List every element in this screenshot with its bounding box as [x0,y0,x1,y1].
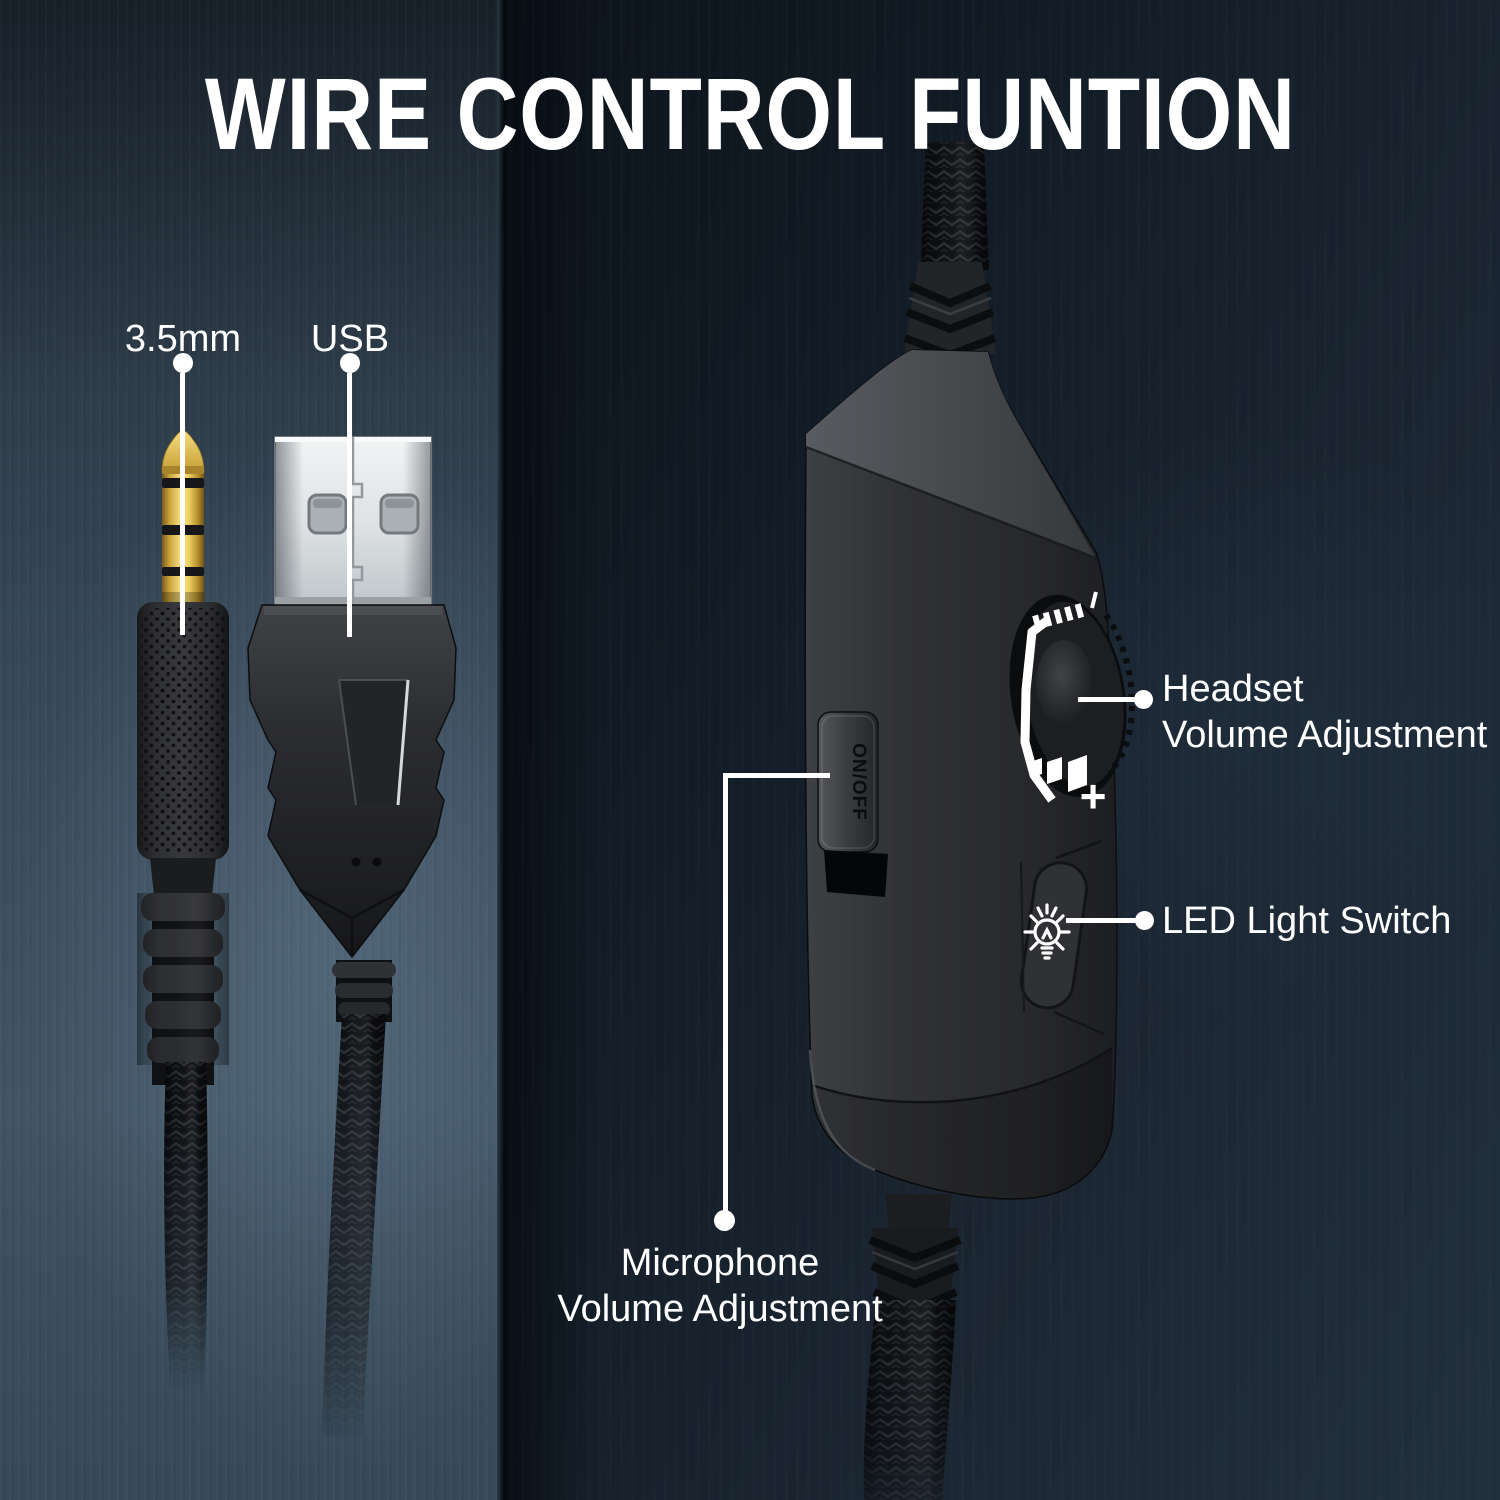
page-title: WIRE CONTROL FUNTION [204,57,1296,171]
inline-remote: + [804,142,1135,1500]
microphone-volume-label: Microphone Volume Adjustment [460,1240,980,1332]
remote-top-strain-relief [903,262,997,360]
headset-leader-line [1078,697,1136,702]
usb-strain-relief [332,960,396,1022]
microphone-leader-line-h [723,773,830,778]
volume-wheel [1009,594,1135,798]
headset-callout-dot [1134,690,1153,709]
microphone-volume-label-line2: Volume Adjustment [557,1288,883,1330]
background-right-wall [510,0,1500,1500]
led-switch-label: LED Light Switch [1162,900,1452,942]
usb-contact-holes [307,493,420,535]
light-bulb-icon [1023,903,1071,960]
wheel-cutout-highlight [1020,616,1056,803]
usb-panel [339,680,408,805]
on-off-switch: ON/OFF [817,711,888,897]
volume-plus-symbol: + [1080,770,1107,822]
usb-cable [322,1014,386,1438]
headset-volume-label-line2: Volume Adjustment [1162,714,1488,756]
microphone-leader-line-v [723,773,728,1213]
headset-volume-label-line1: Headset [1162,668,1304,710]
wall-corner-shadow [497,0,513,1500]
usb-connector [247,436,457,1438]
remote-top-cable [921,142,989,270]
jack-strain-relief [137,893,229,1065]
remote-bottom-strain-relief [868,1194,962,1315]
switch-slot [824,850,888,897]
headset-volume-label: Headset Volume Adjustment [1162,666,1487,758]
on-off-switch-label: ON/OFF [848,743,869,821]
usb-leader-line [347,373,352,637]
usb-shield-seam [351,437,364,605]
remote-bottom-cable [863,1300,956,1500]
led-callout-dot [1135,911,1154,930]
microphone-volume-label-line1: Microphone [620,1242,820,1284]
jack-leader-line [180,373,185,635]
volume-markings: + [1020,591,1107,822]
led-leader-line [1066,918,1136,923]
jack-callout-dot [173,353,193,373]
microphone-callout-dot [714,1210,735,1231]
jack-cable [164,1062,208,1388]
remote-top-facet [806,350,1096,558]
usb-callout-dot [340,353,360,373]
